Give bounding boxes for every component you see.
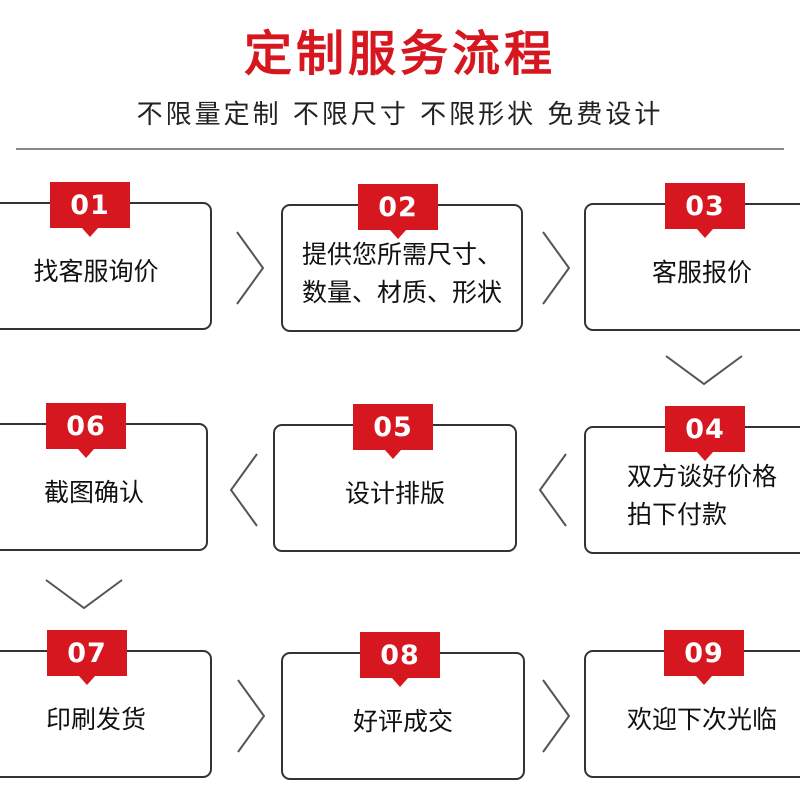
step-text-line: 拍下付款 <box>626 500 727 529</box>
chevron-right-icon <box>237 679 266 753</box>
step-text-line: 数量、材质、形状 <box>301 278 502 307</box>
step-number-badge: 07 <box>47 630 127 685</box>
step-text-line: 好评成交 <box>352 707 453 736</box>
step-text: 印刷发货 <box>0 652 210 776</box>
step-number-badge: 03 <box>665 183 745 238</box>
chevron-right-icon <box>236 231 265 305</box>
chevron-down-icon <box>665 355 743 386</box>
badge-pointer <box>78 449 94 458</box>
step-number-badge: 04 <box>665 406 745 461</box>
chevron-right-icon <box>542 679 571 753</box>
step-text-line: 双方谈好价格 <box>626 462 777 491</box>
chevron-left-icon <box>229 453 258 527</box>
step-text-line: 欢迎下次光临 <box>626 705 777 734</box>
step-card-07: 印刷发货 <box>0 650 212 778</box>
step-text-line: 截图确认 <box>43 478 144 507</box>
step-number: 01 <box>70 189 110 221</box>
badge-pointer <box>696 676 712 685</box>
step-number: 03 <box>685 190 725 222</box>
page-subtitle: 不限量定制 不限尺寸 不限形状 免费设计 <box>136 100 664 130</box>
step-number-badge: 01 <box>50 182 130 237</box>
step-text-line: 设计排版 <box>344 479 445 508</box>
badge-pointer <box>697 452 713 461</box>
step-text-line: 找客服询价 <box>33 257 159 286</box>
step-text: 欢迎下次光临 <box>586 652 800 776</box>
chevron-down-icon <box>45 579 123 610</box>
step-number: 07 <box>67 637 107 669</box>
step-number: 05 <box>373 411 413 443</box>
badge-pointer <box>392 678 408 687</box>
badge-pointer <box>79 676 95 685</box>
step-text: 设计排版 <box>275 426 515 550</box>
step-text-line: 印刷发货 <box>45 705 146 734</box>
step-number-badge: 06 <box>46 403 126 458</box>
step-number: 08 <box>380 639 420 671</box>
step-number-badge: 08 <box>360 632 440 687</box>
page-title: 定制服务流程 <box>243 26 556 82</box>
badge-pointer <box>82 228 98 237</box>
badge-pointer <box>697 229 713 238</box>
step-number: 09 <box>684 637 724 669</box>
step-text: 提供您所需尺寸、数量、材质、形状 <box>283 206 521 330</box>
step-number: 02 <box>378 191 418 223</box>
step-text: 找客服询价 <box>0 204 210 328</box>
step-number-badge: 09 <box>664 630 744 685</box>
step-number: 04 <box>685 413 725 445</box>
chevron-right-icon <box>542 231 571 305</box>
step-text: 客服报价 <box>586 205 800 329</box>
step-text: 双方谈好价格拍下付款 <box>586 428 800 552</box>
step-text-line: 提供您所需尺寸、 <box>301 240 502 269</box>
step-number-badge: 02 <box>358 184 438 239</box>
step-text: 截图确认 <box>0 425 206 549</box>
step-text-line: 客服报价 <box>651 258 752 287</box>
badge-pointer <box>390 230 406 239</box>
step-text: 好评成交 <box>283 654 523 778</box>
step-number-badge: 05 <box>353 404 433 459</box>
chevron-left-icon <box>538 453 567 527</box>
badge-pointer <box>385 450 401 459</box>
header-divider <box>16 148 784 150</box>
step-number: 06 <box>66 410 106 442</box>
